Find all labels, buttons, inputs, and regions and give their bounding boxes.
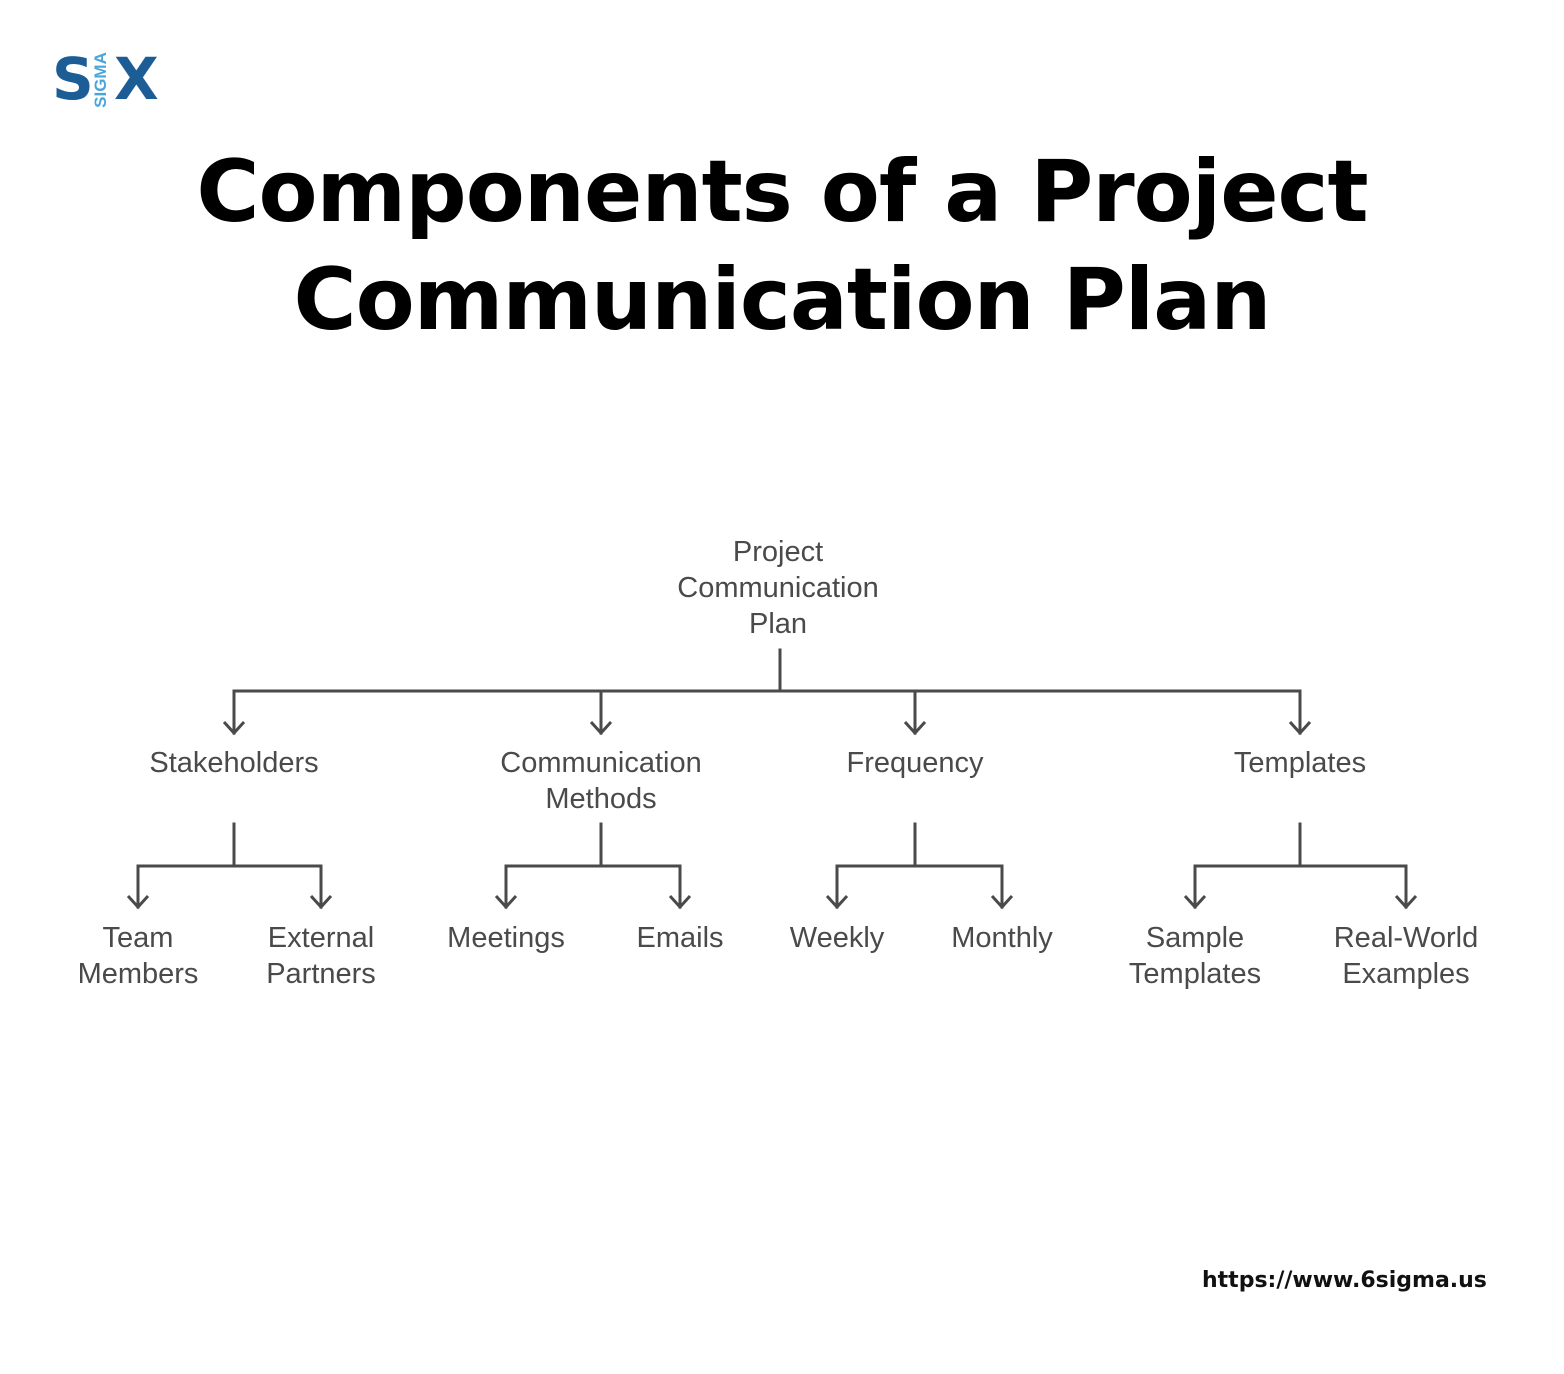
arrowhead (1288, 720, 1312, 736)
arrowhead (825, 894, 849, 910)
logo-letter-x: X (114, 45, 159, 113)
page-title-line: Communication Plan (293, 250, 1272, 350)
leaf-node-label: Monthly (951, 922, 1053, 954)
arrowhead (494, 894, 518, 910)
arrowhead (589, 720, 613, 736)
arrowhead (309, 894, 333, 910)
root-node-label: Project Communication Plan (677, 536, 879, 640)
branch-node-label: Stakeholders (149, 747, 319, 779)
arrowhead (222, 720, 246, 736)
leaf-node-label: Emails (636, 922, 724, 954)
leaf-node-label: Sample Templates (1128, 922, 1262, 990)
leaf-node-label: Weekly (789, 922, 885, 954)
arrowhead (990, 894, 1014, 910)
branch-node-label: Communication Methods (500, 747, 702, 815)
leaf-node-label: Meetings (447, 922, 565, 954)
arrowhead (126, 894, 150, 910)
page-title-line: Components of a Project (196, 142, 1368, 242)
branch-node-label: Templates (1233, 747, 1367, 779)
arrowhead (1183, 894, 1207, 910)
arrowhead (903, 720, 927, 736)
brand-logo: S SIGMA X (52, 45, 167, 113)
arrowhead (668, 894, 692, 910)
footer-url[interactable]: https://www.6sigma.us (1202, 1268, 1487, 1293)
leaf-node-label: Team Members (77, 922, 199, 990)
leaf-node-label: External Partners (266, 922, 376, 990)
logo-letter-s: S (52, 45, 94, 113)
branch-node-label: Frequency (846, 747, 984, 779)
arrowhead (1394, 894, 1418, 910)
diagram-connectors (126, 648, 1418, 910)
leaf-node-label: Real-World Examples (1333, 922, 1479, 990)
